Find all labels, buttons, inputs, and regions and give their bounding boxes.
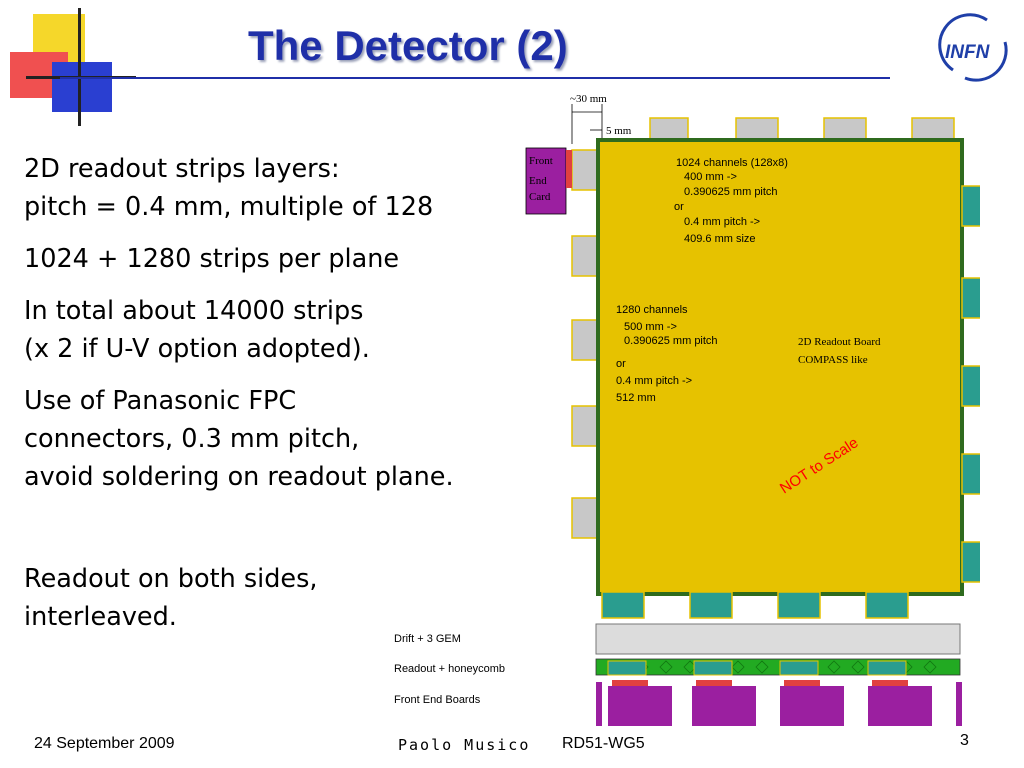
right-connectors xyxy=(961,185,980,583)
infn-logo: INFN xyxy=(938,13,1008,82)
block2-line4: or xyxy=(616,358,626,370)
title-underline xyxy=(60,77,890,79)
block2-line5: 0.4 mm pitch -> xyxy=(616,375,692,387)
detector-diagram: ~30 mm 5 mm Front End Card 1024 channel xyxy=(394,93,980,726)
layer-stack-connectors xyxy=(607,660,907,676)
bullet-1: 2D readout strips layers:pitch = 0.4 mm,… xyxy=(24,154,434,222)
footer-author: Paolo Musico xyxy=(398,736,531,754)
block1-line1: 1024 channels (128x8) xyxy=(676,157,788,169)
block2-line2: 500 mm -> xyxy=(624,321,677,333)
block1-line6: 409.6 mm size xyxy=(684,233,756,245)
fec-label-2: End xyxy=(529,175,547,187)
bullet-2: 1024 + 1280 strips per plane xyxy=(24,244,400,274)
block2-line6: 512 mm xyxy=(616,392,656,404)
slide-title: The Detector (2) xyxy=(248,22,568,69)
logo-vertical-line xyxy=(78,8,81,126)
bullet-list: 2D readout strips layers:pitch = 0.4 mm,… xyxy=(24,150,544,650)
bullet-5: Readout on both sides,interleaved. xyxy=(24,564,318,632)
board-label-2: COMPASS like xyxy=(798,354,868,366)
block2-line1: 1280 channels xyxy=(616,304,688,316)
block1-line4: or xyxy=(674,201,684,213)
fec-label-1: Front xyxy=(529,155,553,167)
footer-date: 24 September 2009 xyxy=(34,735,175,752)
block1-line2: 400 mm -> xyxy=(684,171,737,183)
dim-5mm: 5 mm xyxy=(606,125,632,137)
logo-blue-square xyxy=(52,62,112,112)
layer-label-readout: Readout + honeycomb xyxy=(394,663,505,675)
bottom-connectors xyxy=(601,591,909,619)
block1-line5: 0.4 mm pitch -> xyxy=(684,216,760,228)
block2-line3: 0.390625 mm pitch xyxy=(624,335,718,347)
drift-gem-layer xyxy=(595,623,961,655)
dim-30mm: ~30 mm xyxy=(570,93,607,105)
footer-project: RD51-WG5 xyxy=(562,735,645,752)
readout-board xyxy=(596,138,964,596)
infn-logo-text: INFN xyxy=(945,42,991,63)
fec-label-3: Card xyxy=(529,191,551,203)
block1-line3: 0.390625 mm pitch xyxy=(684,186,778,198)
layer-label-drift: Drift + 3 GEM xyxy=(394,633,461,645)
front-end-boards xyxy=(596,680,962,726)
bullet-3: In total about 14000 strips(x 2 if U-V o… xyxy=(24,296,370,364)
layer-label-feb: Front End Boards xyxy=(394,694,481,706)
page-number: 3 xyxy=(960,732,969,749)
board-label-1: 2D Readout Board xyxy=(798,336,881,348)
